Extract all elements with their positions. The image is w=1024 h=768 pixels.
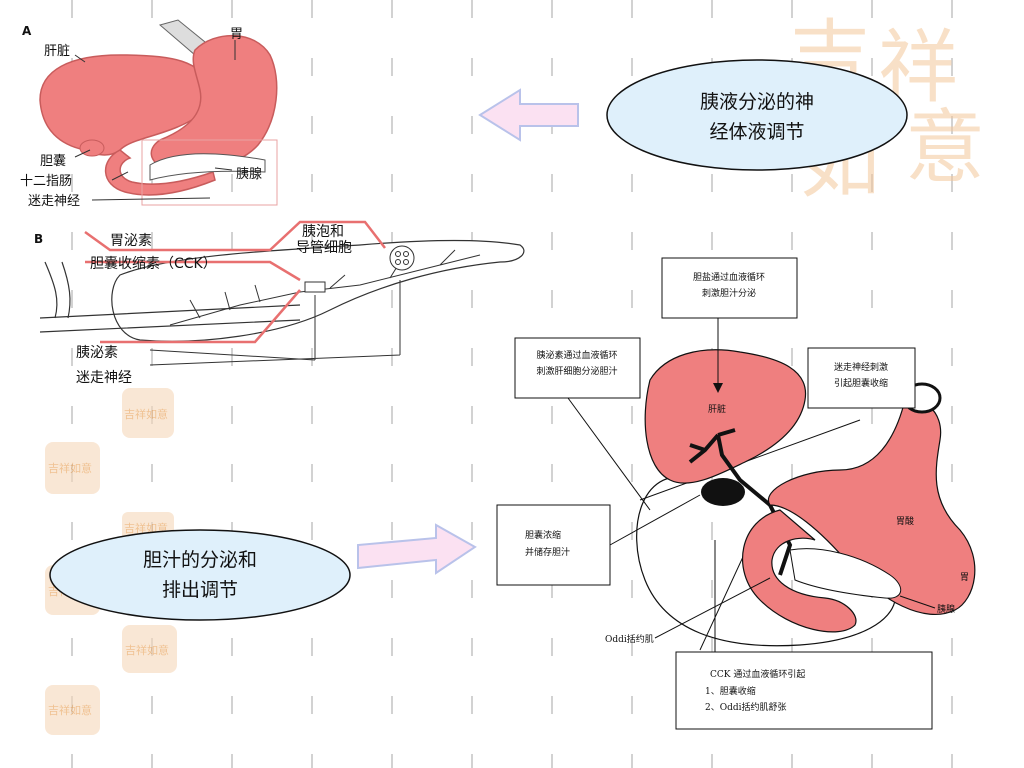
label-stomach: 胃 xyxy=(230,27,243,42)
acinus-cell-3 xyxy=(395,259,401,265)
box-vagus-line2: 引起胆囊收缩 xyxy=(834,377,888,389)
box-cck-line1: CCK 通过血液循环引起 xyxy=(710,668,805,680)
label-gallbladder: 胆囊 xyxy=(40,153,66,169)
stomach-shape-c xyxy=(767,398,976,615)
box-secretin-line2: 刺激肝细胞分泌胆汁 xyxy=(536,365,617,377)
stamp-1-text: 吉祥如意 xyxy=(124,407,168,421)
stamp-5: 吉祥如意 xyxy=(122,625,177,673)
label-pancreas-a: 胰腺 xyxy=(236,167,262,182)
pancreas-shape-c xyxy=(789,548,902,599)
label-acinar-2: 导管细胞 xyxy=(296,240,352,256)
label-vagus-a: 迷走神经 xyxy=(28,194,80,209)
box-secretin xyxy=(514,337,641,399)
box-bile-salt-line1: 胆盐通过血液循环 xyxy=(693,271,765,283)
duodenum-shape xyxy=(104,149,216,196)
oval-bottom-shape xyxy=(49,529,351,621)
panel-a-letter: A xyxy=(22,24,32,38)
box-bile-salt xyxy=(661,257,798,319)
oval-top-line2: 经体液调节 xyxy=(709,121,804,143)
label-secretin: 胰泌素 xyxy=(76,345,118,361)
panel-a-diagram: A 肝脏 胃 胆囊 十二指肠 迷走神经 胰腺 xyxy=(20,19,278,209)
acinus-cell-4 xyxy=(403,259,409,265)
box-gallbladder-line1: 胆囊浓缩 xyxy=(525,529,561,541)
bile-duct-c xyxy=(688,428,793,576)
label-stomach-side-c: 胃 xyxy=(960,572,969,583)
duodenum-branch-b xyxy=(44,261,71,319)
liver-shape-c xyxy=(644,349,807,484)
pancreas-outline xyxy=(149,153,266,181)
oval-pancreas-regulation: 胰液分泌的神 经体液调节 xyxy=(606,59,908,171)
box-secretin-line1: 胰泌素通过血液循环 xyxy=(536,349,617,361)
oval-bottom-line1: 胆汁的分泌和 xyxy=(143,549,257,571)
label-cck: 胆囊收缩素（CCK） xyxy=(90,255,217,272)
label-pancreas-c: 胰腺 xyxy=(937,603,955,615)
leader-oddi-c xyxy=(654,577,771,639)
panel-b-letter: B xyxy=(34,232,43,246)
box-vagus xyxy=(807,347,916,409)
oval-top-line1: 胰液分泌的神 xyxy=(700,91,814,113)
oval-bottom-line2: 排出调节 xyxy=(162,579,238,601)
label-stomach-c: 胃酸 xyxy=(896,516,914,527)
stamp-6-text: 吉祥如意 xyxy=(48,703,92,717)
duodenum-tube-b xyxy=(39,304,301,333)
box-gallbladder xyxy=(496,504,611,586)
box-cck-line2: 1、胆囊收缩 xyxy=(705,685,756,697)
pancreas-frame xyxy=(141,139,278,206)
pancreatic-duct-b xyxy=(169,249,481,326)
leader-gallbladder xyxy=(74,149,91,158)
gastrin-line xyxy=(84,220,386,252)
stamp-1: 吉祥如意 xyxy=(122,388,174,438)
oval-bile-regulation: 胆汁的分泌和 排出调节 xyxy=(49,529,351,621)
guide-lines-b xyxy=(149,280,401,366)
arrow-right-icon xyxy=(357,523,477,575)
label-liver: 肝脏 xyxy=(44,44,70,59)
oval-top-shape xyxy=(606,59,908,171)
gallbladder-shape-c xyxy=(701,478,745,506)
box-vagus-line1: 迷走神经刺激 xyxy=(834,361,888,373)
box-gallbladder-line2: 并储存胆汁 xyxy=(525,546,570,558)
leader-pancreas xyxy=(214,167,233,171)
stamp-2-text: 吉祥如意 xyxy=(48,461,92,475)
arrowhead-bile-salt xyxy=(713,383,723,393)
label-acinar-1: 胰泡和 xyxy=(302,224,344,240)
acinus-cell-2 xyxy=(403,251,409,257)
arrow-left-icon xyxy=(478,88,579,142)
arrow-gallbladder xyxy=(609,494,701,546)
label-vagus-b: 迷走神经 xyxy=(76,370,132,386)
duodenum-shape-c xyxy=(742,509,857,633)
label-duodenum: 十二指肠 xyxy=(20,174,72,189)
box-cck xyxy=(675,651,933,730)
label-oddi-c: Oddi括约肌 xyxy=(605,633,654,645)
panel-b-diagram: B 胃泌素 胆囊收缩素（CCK） 胰泡和 导管细胞 胰泌素 迷走神经 xyxy=(34,220,525,386)
secretin-line xyxy=(100,289,301,344)
gallbladder-shape xyxy=(79,139,105,157)
stamp-2: 吉祥如意 xyxy=(45,442,100,494)
leader-pancreas-c xyxy=(899,595,936,609)
box-bile-salt-line2: 刺激胆汁分泌 xyxy=(702,287,756,299)
label-liver-c: 肝脏 xyxy=(708,403,726,415)
acinus-cell-1 xyxy=(395,251,401,257)
watermark-seal-large: 吉 祥 如 意 xyxy=(790,11,985,209)
stamp-5-text: 吉祥如意 xyxy=(125,643,169,657)
arrow-secretin xyxy=(567,397,651,511)
label-gastrin: 胃泌素 xyxy=(110,233,152,249)
duct-cell-box xyxy=(304,281,326,293)
leader-duodenum xyxy=(111,171,129,181)
stamp-6: 吉祥如意 xyxy=(45,685,100,735)
acinus-circle xyxy=(389,245,415,271)
leader-liver xyxy=(74,54,86,63)
leader-vagus xyxy=(91,197,211,201)
cck-line xyxy=(85,260,301,282)
panel-c-diagram: 胆盐通过血液循环 刺激胆汁分泌 胰泌素通过血液循环 刺激肝细胞分泌胆汁 迷走神经… xyxy=(496,257,976,730)
watermark-char-4: 意 xyxy=(905,101,985,194)
box-cck-line3: 2、Oddi括约肌舒张 xyxy=(705,701,787,713)
